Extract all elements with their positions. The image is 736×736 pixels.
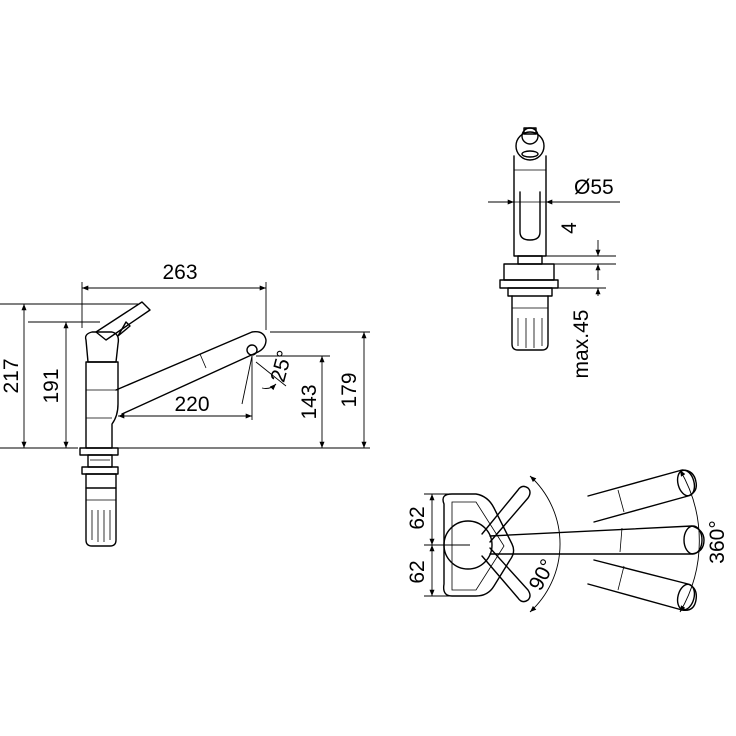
- dim-swivel-angle: 360°: [679, 469, 729, 613]
- dim-outlet-height: 143: [118, 355, 370, 449]
- front-view: Ø55 4 max.45: [488, 127, 620, 378]
- label-max-thickness: max.45: [570, 310, 593, 379]
- dim-height-total: 217: [0, 303, 138, 449]
- side-faucet-outline: [79, 301, 267, 547]
- dim-max-thickness: max.45: [558, 274, 606, 378]
- dim-offset-bottom: 62: [406, 545, 452, 597]
- label-offset-top: 62: [406, 506, 429, 529]
- label-lever-angle: 90°: [525, 556, 560, 595]
- dim-diameter: Ø55: [488, 176, 620, 210]
- front-faucet-outline: [499, 127, 559, 351]
- label-angle: 25°: [267, 348, 297, 385]
- top-view: 62 62 90° 360°: [406, 469, 729, 613]
- dim-height-spout: 191: [28, 321, 100, 448]
- dim-spout-height: 179: [270, 331, 370, 448]
- label-diameter: Ø55: [574, 176, 614, 199]
- label-height-total: 217: [0, 358, 23, 393]
- label-overall-length: 263: [162, 261, 197, 284]
- dim-lever-angle: 90°: [525, 475, 561, 613]
- top-faucet-outline: [442, 469, 705, 611]
- label-spout-height: 179: [338, 372, 361, 407]
- label-swivel-angle: 360°: [706, 520, 729, 563]
- label-offset-bottom: 62: [406, 560, 429, 583]
- side-view: 263 217 191 220 25°: [0, 261, 370, 547]
- dim-overall-length: 263: [81, 261, 267, 330]
- dim-gap: 4: [546, 222, 616, 280]
- label-outlet-height: 143: [298, 384, 321, 419]
- label-spout-reach: 220: [174, 393, 209, 416]
- label-height-spout: 191: [40, 368, 63, 403]
- dim-spout-reach: 220: [118, 356, 253, 420]
- label-gap: 4: [558, 222, 581, 234]
